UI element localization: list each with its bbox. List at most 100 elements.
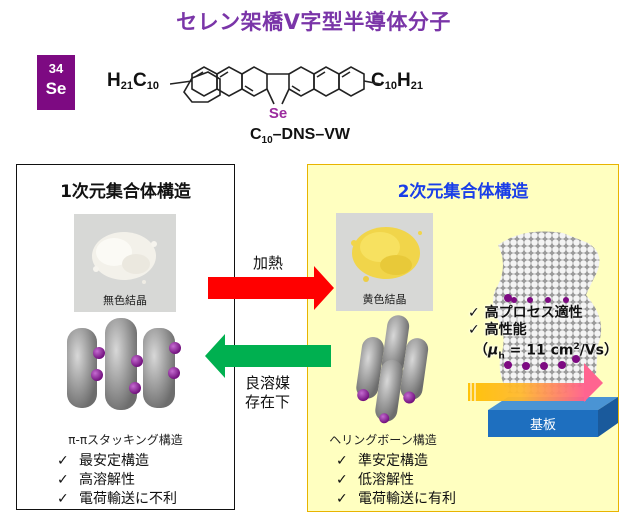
property-item: ✓ 高溶解性	[57, 471, 177, 490]
dinaphthoselenophene-structure: Se	[170, 66, 380, 122]
chain-subscript: 21	[410, 80, 423, 92]
chain-atom: C	[371, 70, 385, 91]
property-text: 電荷輸送に不利	[79, 491, 177, 507]
right-alkyl-chain: C10H21	[371, 70, 423, 92]
crystal-film	[493, 231, 602, 395]
chain-subscript: 10	[146, 80, 159, 92]
red-arrow-shape	[208, 266, 334, 310]
substrate-side	[598, 397, 618, 437]
feature-item: ✓ 高プロセス適性	[468, 305, 618, 322]
check-icon: ✓	[336, 453, 348, 469]
mobility-subscript: h	[498, 351, 505, 362]
bond-ring	[313, 66, 340, 97]
selenium-atoms-row	[504, 294, 569, 303]
property-item: ✓電荷輸送に不利	[57, 490, 177, 509]
unit-superscript: 2	[573, 342, 580, 352]
check-icon: ✓	[57, 472, 69, 488]
compound-name-suffix: –DNS–VW	[272, 126, 351, 143]
element-symbol: Se	[45, 79, 67, 98]
green-arrow-shape	[205, 334, 331, 378]
property-item: ✓ 低溶解性	[336, 471, 456, 490]
label-line: 良溶媒	[245, 374, 291, 392]
molecule-group	[356, 315, 429, 424]
left-properties-list: ✓ 最安定構造 ✓ 高溶解性 ✓電荷輸送に不利	[57, 452, 177, 509]
property-text: 準安定構造	[358, 453, 428, 469]
check-icon: ✓	[468, 322, 480, 338]
check-icon: ✓	[468, 305, 480, 321]
structure-caption: ヘリングボーン構造	[329, 433, 437, 447]
yellow-powder-image	[351, 227, 422, 282]
double-bond	[316, 71, 326, 78]
right-panel-heading: 2次元集合体構造	[397, 182, 529, 202]
substrate-front	[488, 410, 598, 437]
double-bond	[341, 71, 351, 78]
check-icon: ✓	[336, 472, 348, 488]
molecule-column	[67, 318, 181, 410]
thin-film-on-substrate-illustration: 基板	[468, 231, 618, 437]
chain-subscript: 10	[384, 80, 397, 92]
property-item: ✓ 最安定構造	[57, 452, 177, 471]
left-alkyl-chain: H21C10	[107, 70, 159, 92]
colorless-crystal-photo: 無色結晶	[74, 214, 176, 312]
bond-ring	[288, 66, 315, 97]
bond-line	[170, 80, 193, 85]
herringbone-molecular-model	[356, 315, 429, 424]
check-icon: ✓	[336, 491, 348, 507]
compound-name-subscript: 10	[261, 135, 273, 147]
bond-ring	[191, 66, 218, 97]
pi-stacking-molecular-model	[67, 318, 181, 410]
feature-item: ✓ 高性能	[468, 322, 618, 339]
chain-atom: C	[132, 70, 147, 91]
bond-ring	[183, 71, 221, 103]
chain-atom: H	[396, 70, 411, 91]
feature-text: 高性能	[484, 322, 527, 338]
compound-name-prefix: C	[249, 126, 262, 143]
molecule-bonds	[170, 66, 380, 105]
paren-open: （	[474, 342, 488, 359]
chain-subscript: 21	[120, 80, 133, 92]
charge-transport-arrow	[468, 363, 603, 402]
property-text: 高溶解性	[79, 472, 135, 488]
atomic-number: 34	[48, 61, 64, 76]
diagram-title: セレン架橋V字型半導体分子	[176, 10, 451, 34]
property-text: 電荷輸送に有利	[358, 491, 456, 507]
property-text: 低溶解性	[358, 472, 414, 488]
heating-arrow	[208, 266, 334, 310]
substrate-label: 基板	[530, 418, 556, 433]
mobility-unit: /Vs）	[579, 342, 619, 359]
feature-text: 高プロセス適性	[484, 305, 583, 321]
bond-line	[363, 80, 380, 85]
bond-ring	[338, 66, 365, 97]
heating-label: 加熱	[253, 254, 284, 272]
mobility-number: = 11 cm	[504, 342, 574, 359]
mobility-value: （μh = 11 cm2/Vs）	[468, 339, 618, 365]
double-bond	[219, 71, 229, 78]
two-dimensional-aggregate-panel: 2次元集合体構造 黄色結晶 ヘリングボーン構造 ✓ 準安定構造 ✓ 低溶解性 ✓ 電荷…	[307, 164, 619, 512]
white-powder-image	[92, 232, 157, 284]
thin-film-features: ✓ 高プロセス適性 ✓ 高性能 （μh = 11 cm2/Vs）	[468, 305, 618, 365]
photo-caption: 黄色結晶	[362, 293, 407, 306]
selenium-atoms-row	[504, 355, 580, 370]
yellow-crystal-photo: 黄色結晶	[336, 213, 433, 311]
check-icon: ✓	[57, 453, 69, 469]
good-solvent-label: 良溶媒 存在下	[245, 374, 290, 412]
good-solvent-arrow	[205, 334, 331, 378]
bond-line	[266, 88, 275, 105]
property-text: 最安定構造	[79, 453, 149, 469]
selenium-element-badge: 34 Se	[37, 55, 75, 110]
mobility-symbol: μ	[488, 342, 499, 359]
double-bond	[291, 85, 301, 92]
double-bond	[194, 71, 204, 78]
chain-atom: H	[107, 70, 121, 91]
structure-caption: π-πスタッキング構造	[68, 433, 183, 447]
label-line: 存在下	[245, 393, 291, 411]
property-item: ✓ 準安定構造	[336, 452, 456, 471]
bond-line	[281, 88, 290, 105]
bond-ring	[241, 66, 268, 97]
one-dimensional-aggregate-panel: 1次元集合体構造 無色結晶 π-πスタッキング構造	[16, 164, 235, 510]
double-bond	[244, 85, 254, 92]
right-properties-list: ✓ 準安定構造 ✓ 低溶解性 ✓ 電荷輸送に有利	[336, 452, 456, 509]
left-panel-heading: 1次元集合体構造	[60, 182, 191, 202]
photo-caption: 無色結晶	[103, 294, 147, 307]
selenium-atom-label: Se	[269, 105, 287, 122]
